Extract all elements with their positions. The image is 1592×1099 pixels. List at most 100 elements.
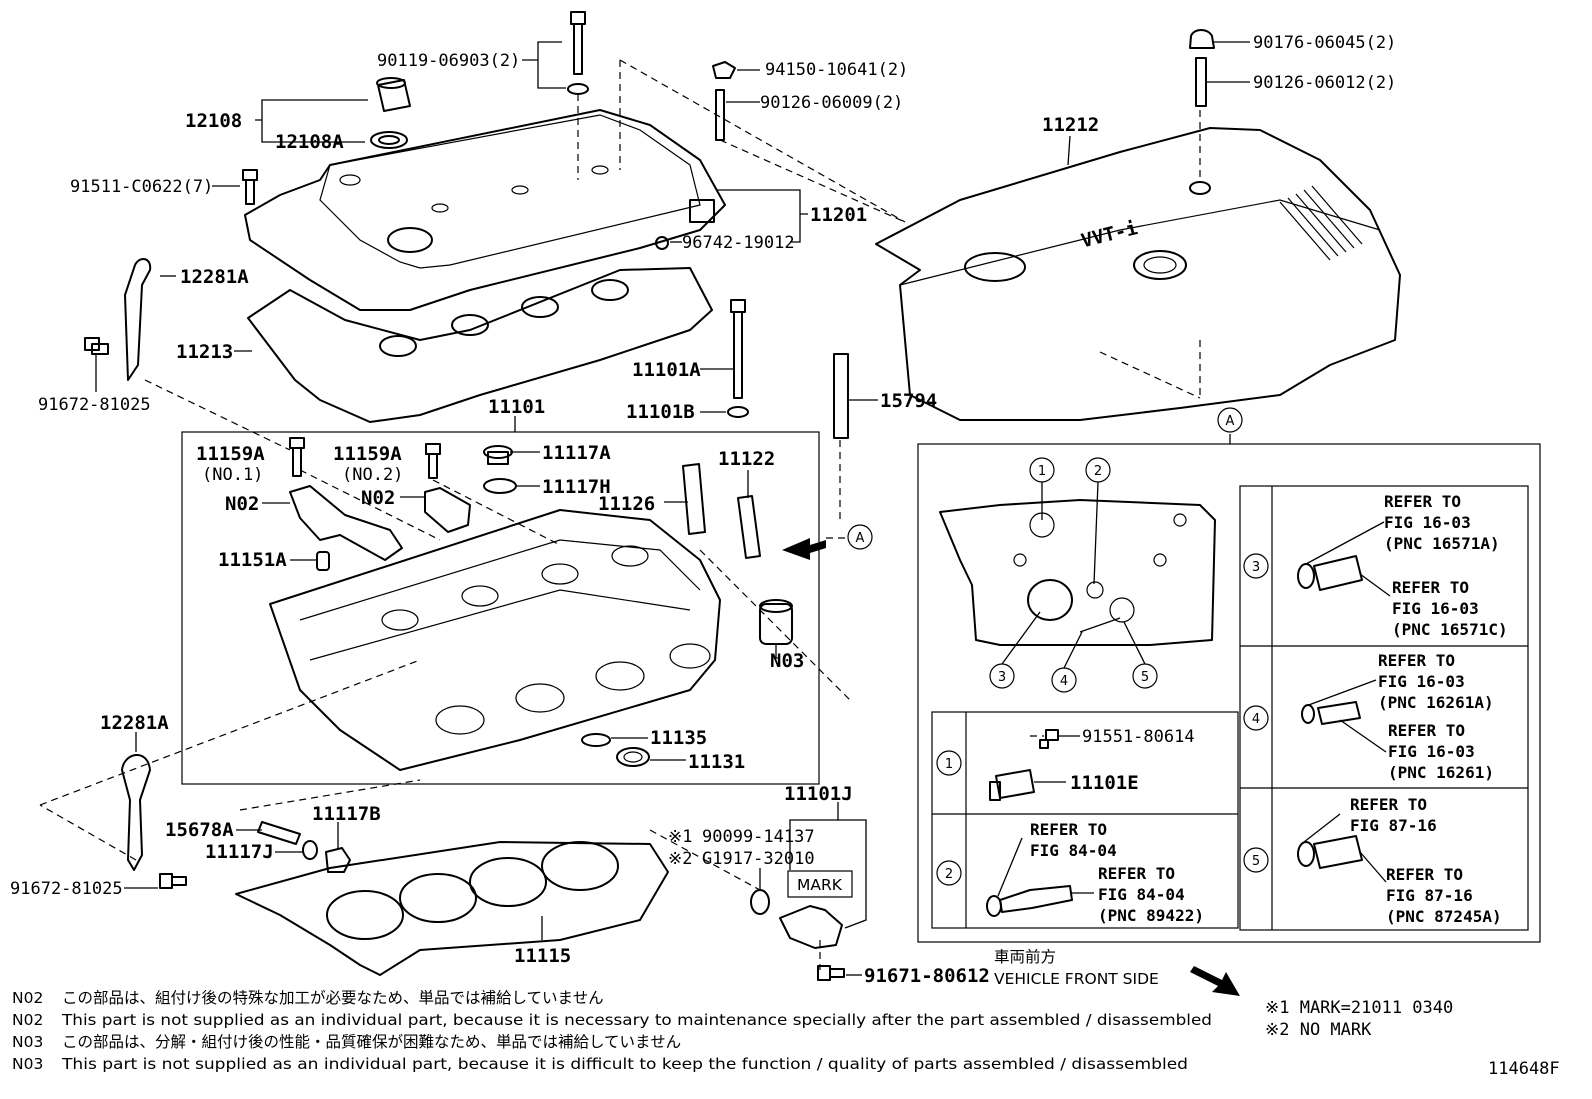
camshaft-cap-no1-icon — [289, 485, 403, 561]
detail-table-left — [931, 711, 1239, 929]
figure-id: 114648F — [1488, 1059, 1560, 1079]
label-11117A: 11117A — [542, 442, 611, 464]
detail-table-right — [1239, 485, 1529, 931]
mark-box-label: MARK — [797, 876, 843, 894]
row-5-ref2a: REFER TO — [1386, 865, 1463, 884]
row-5-ref2b: FIG 87-16 — [1386, 886, 1473, 905]
engine-hanger-top-icon — [124, 258, 152, 381]
label-11159A-no1-sub: (NO.1) — [202, 465, 263, 485]
plug-15678A-icon — [257, 821, 301, 845]
hose-clamp-row4-icon — [1301, 701, 1361, 725]
label-12281A-top: 12281A — [180, 266, 249, 288]
view-A-arrow: A — [782, 524, 873, 560]
view-A-label-head: A — [856, 531, 865, 546]
label-11101: 11101 — [488, 396, 545, 418]
label-11212: 11212 — [1042, 114, 1099, 136]
row-5-ref1a: REFER TO — [1350, 795, 1427, 814]
row-3-ref2c: (PNC 16571C) — [1392, 620, 1508, 639]
label-11122: 11122 — [718, 448, 775, 470]
label-91672-bottom: 91672-81025 — [10, 879, 123, 899]
note-2-text: This part is not supplied as an individu… — [61, 1011, 1212, 1029]
bolt-90119-icon — [567, 11, 589, 95]
cylinder-head-icon — [269, 509, 721, 771]
bolt-11159A-no2-icon — [425, 443, 441, 479]
callout-2-top: 2 — [1094, 464, 1102, 479]
row-1-index: 1 — [945, 757, 953, 772]
row-4-ref1b: FIG 16-03 — [1378, 672, 1465, 691]
label-11151A: 11151A — [218, 549, 287, 571]
view-A-detail: A 1 2 3 4 5 — [917, 407, 1541, 943]
label-11131: 11131 — [688, 751, 745, 773]
vehicle-front-en: VEHICLE FRONT SIDE — [994, 970, 1159, 988]
vent-slots-icon — [1279, 185, 1363, 261]
footnote-1: ※1 MARK=21011 0340 — [1265, 998, 1453, 1018]
label-15678A: 15678A — [165, 819, 234, 841]
bolt-91672-bottom-icon — [159, 873, 187, 889]
label-15794: 15794 — [880, 390, 937, 412]
oil-filler-cap-icon — [370, 77, 411, 149]
label-91672-top: 91672-81025 — [38, 395, 151, 415]
note-4-text: This part is not supplied as an individu… — [61, 1055, 1188, 1073]
assembly-dash-lines — [39, 59, 1201, 970]
label-N02-b: N02 — [361, 487, 395, 509]
detail-callouts: 1 2 3 4 5 — [989, 457, 1158, 693]
row-2-ref1b: FIG 84-04 — [1030, 841, 1117, 860]
vehicle-front-indicator: 車両前方 VEHICLE FRONT SIDE — [994, 948, 1240, 996]
row-3-ref2b: FIG 16-03 — [1392, 599, 1479, 618]
label-mark2: ※2 — [668, 849, 692, 869]
tube-11126-icon — [682, 463, 706, 535]
label-11101A: 11101A — [632, 359, 701, 381]
label-11117J: 11117J — [205, 841, 274, 863]
part-labels: 90119-06903(2) 12108 12108A 91511-C0622(… — [10, 33, 1396, 987]
callout-1-top: 1 — [1038, 464, 1046, 479]
cylinder-head-box — [181, 431, 820, 785]
camshaft-cap-no2-icon — [424, 487, 471, 533]
label-11135: 11135 — [650, 727, 707, 749]
callout-4-top: 4 — [1060, 674, 1068, 689]
note-2-code: N02 — [12, 1011, 43, 1029]
hose-clamp-row5-icon — [1297, 835, 1363, 869]
label-mark1: ※1 — [668, 827, 692, 847]
label-90126-06012: 90126-06012(2) — [1253, 73, 1396, 93]
label-N03: N03 — [770, 650, 804, 672]
vehicle-front-jp: 車両前方 — [994, 948, 1056, 966]
temp-sensor-icon — [986, 885, 1073, 917]
row-1-bolt: 91551-80614 — [1082, 727, 1195, 747]
row-3-ref2a: REFER TO — [1392, 578, 1469, 597]
row-2-index: 2 — [945, 867, 953, 882]
bolt-91511-icon — [242, 169, 258, 205]
label-90119: 90119-06903(2) — [377, 51, 520, 71]
row-4-index: 4 — [1252, 712, 1260, 727]
engine-cover-group: VVT-i — [875, 29, 1401, 421]
label-90176: 90176-06045(2) — [1253, 33, 1396, 53]
row-4-ref2a: REFER TO — [1388, 721, 1465, 740]
callout-5-top: 5 — [1141, 670, 1149, 685]
row-4-ref2b: FIG 16-03 — [1388, 742, 1475, 761]
label-N02-a: N02 — [225, 493, 259, 515]
supply-notes: N02 この部品は、組付け後の特殊な加工が必要なため、単品では補給していません … — [12, 989, 1212, 1073]
label-12281A-bottom: 12281A — [100, 712, 169, 734]
bolt-91671-icon — [817, 965, 845, 981]
pin-11151A-icon — [316, 551, 330, 571]
bolt-91672-top-icon — [84, 337, 109, 355]
valve-cover-icon — [244, 109, 726, 311]
stud-90126-06009-icon — [712, 61, 736, 141]
label-96742: 96742-19012 — [682, 233, 795, 253]
note-1-text: この部品は、組付け後の特殊な加工が必要なため、単品では補給していません — [62, 989, 604, 1007]
ring-11117H-icon — [483, 478, 517, 494]
engine-logo: VVT-i — [1079, 217, 1140, 252]
engine-side-view-icon — [939, 481, 1216, 669]
row-2-ref2a: REFER TO — [1098, 864, 1175, 883]
label-11115: 11115 — [514, 945, 571, 967]
sensor-11101E-icon — [989, 729, 1059, 801]
row-2-ref2b: FIG 84-04 — [1098, 885, 1185, 904]
note-4-code: N03 — [12, 1055, 43, 1073]
tube-11122-icon — [737, 495, 761, 559]
label-12108: 12108 — [185, 110, 242, 132]
note-3-code: N03 — [12, 1033, 43, 1051]
row-4-ref1a: REFER TO — [1378, 651, 1455, 670]
tube-15794-icon — [833, 353, 849, 439]
row-4-ref2c: (PNC 16261) — [1388, 763, 1494, 782]
detail-outer-box — [917, 443, 1541, 943]
